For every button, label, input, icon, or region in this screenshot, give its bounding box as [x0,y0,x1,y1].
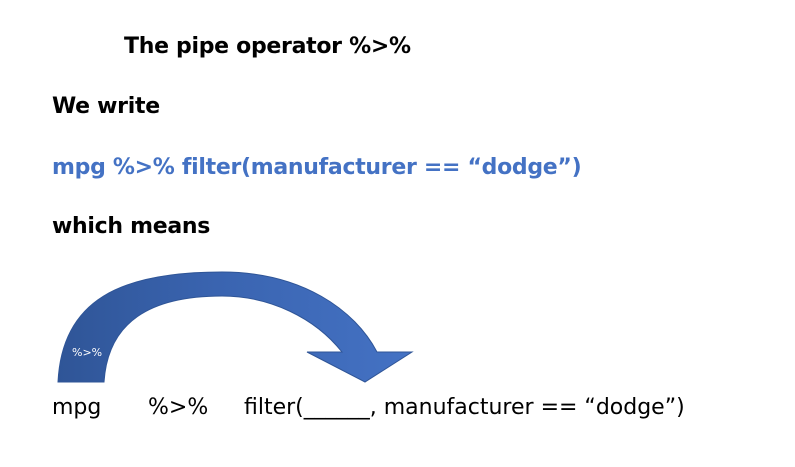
bottom-pipe-operator: %>% [148,395,209,420]
bottom-filter-call: filter(______, manufacturer == “dodge”) [244,395,685,420]
we-write-label: We write [52,94,160,119]
bottom-mpg: mpg [52,395,102,420]
which-means-label: which means [52,214,211,239]
curved-arrow-shape [57,271,414,383]
pipe-code-example: mpg %>% filter(manufacturer == “dodge”) [52,155,582,180]
page-title: The pipe operator %>% [124,34,411,59]
arrow-label: %>% [72,346,102,359]
